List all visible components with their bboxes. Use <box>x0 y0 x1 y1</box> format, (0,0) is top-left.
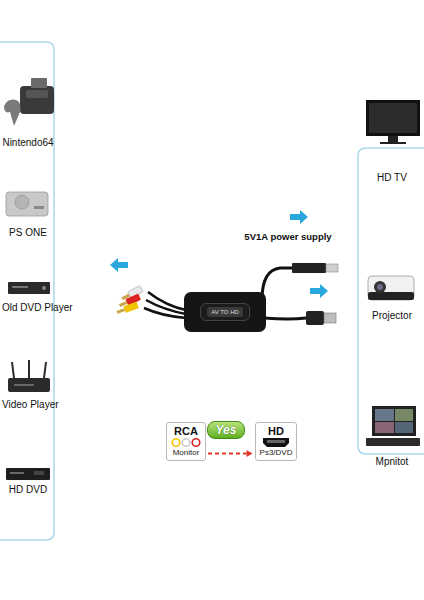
box-title: AV TO HD <box>207 307 243 317</box>
device-label: Old DVD Player <box>2 302 73 314</box>
monitor-icon <box>366 406 420 446</box>
device-label: Nintendo64 <box>2 137 53 149</box>
hd-box: HD Ps3/DVD <box>255 422 298 461</box>
video-player-icon <box>8 360 50 392</box>
direction-arrows <box>110 210 328 298</box>
tv-icon <box>366 100 420 144</box>
device-label: PS ONE <box>9 227 47 239</box>
right-bracket <box>358 148 424 454</box>
converter-body <box>184 292 266 332</box>
projector-icon <box>368 276 414 300</box>
dashed-connector <box>208 450 253 457</box>
box-subtitle: Ps3/DVD <box>260 448 293 458</box>
n64-icon <box>4 78 54 126</box>
device-label: Video Player <box>2 399 59 411</box>
device-label: Projector <box>372 310 412 322</box>
hd-dvd-icon <box>6 468 50 480</box>
device-label: HD TV <box>377 172 407 184</box>
rca-box: RCA Monitor <box>166 422 206 461</box>
box-title: RCA <box>174 425 198 437</box>
yes-badge: Yes <box>207 421 246 439</box>
device-label: Mpnitot <box>376 456 409 468</box>
psone-icon <box>6 192 48 216</box>
device-label: HD DVD <box>9 484 47 496</box>
hdmi-port-icon <box>262 437 290 448</box>
left-bracket <box>0 42 54 540</box>
rca-jacks-icon <box>171 437 201 448</box>
box-subtitle: Monitor <box>173 448 200 458</box>
box-title: Yes <box>216 423 237 437</box>
converter-box: AV TO HD <box>200 303 250 321</box>
old-dvd-icon <box>8 282 50 294</box>
box-title: HD <box>268 425 284 437</box>
power-label: 5V1A power supply <box>244 231 331 243</box>
